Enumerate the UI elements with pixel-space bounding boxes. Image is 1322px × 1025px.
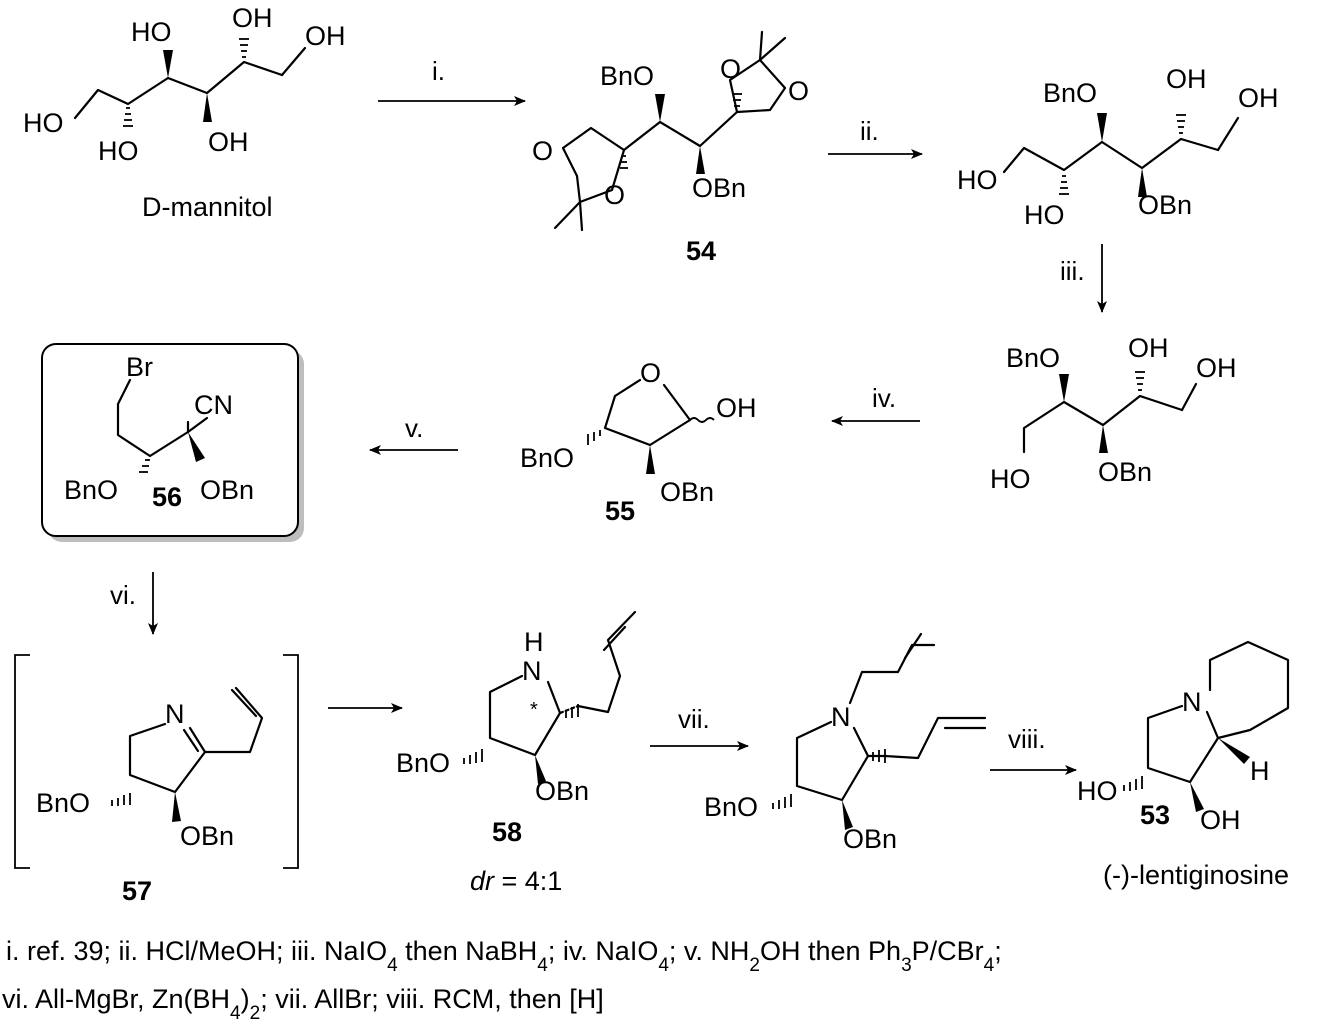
pentitol-structure: BnO OH OH OBn HO (990, 333, 1237, 494)
atom-label: OBn (180, 821, 234, 851)
atom-CN: CN (194, 390, 233, 420)
diene-intermediate-structure: N BnO OBn (704, 632, 987, 854)
atom-label: HO (131, 17, 172, 47)
compound-53-structure: N H HO OH 53 (-)-lentiginosine (1077, 640, 1290, 890)
atom-label: OBn (535, 776, 589, 806)
dr-italic: dr (470, 866, 495, 896)
stereocenter-star: * (530, 699, 538, 721)
atom-label: HO (990, 464, 1031, 494)
diastereomeric-ratio: dr = 4:1 (470, 866, 562, 896)
dr-value: = 4:1 (494, 866, 562, 896)
atom-Br: Br (126, 352, 153, 382)
atom-label: BnO (396, 748, 450, 778)
compound-56-box: Br CN BnO OBn 56 (41, 343, 304, 542)
atom-label: OBn (692, 173, 746, 203)
compound-number-54: 54 (686, 236, 716, 266)
atom-label: HO (23, 108, 64, 138)
atom-label: HO (98, 136, 139, 166)
atom-N: N (1182, 687, 1202, 717)
atom-N: N (831, 702, 851, 732)
atom-label: OBn (1138, 190, 1192, 220)
compound-number-56: 56 (152, 482, 182, 512)
atom-label: BnO (64, 475, 118, 505)
atom-label: BnO (520, 443, 574, 473)
atom-label: OBn (200, 475, 254, 505)
compound-55-structure: O OH BnO OBn 55 (520, 358, 757, 526)
compound-name-lentiginosine: (-)-lentiginosine (1103, 860, 1289, 890)
compound-58-structure: H N * BnO OBn 58 dr = 4:1 (396, 610, 637, 896)
compound-name-mannitol: D-mannitol (142, 192, 273, 222)
atom-label: OH (1196, 353, 1237, 383)
atom-label: HO (1024, 200, 1065, 230)
atom-label: OH (1166, 64, 1207, 94)
atom-N: N (522, 656, 542, 686)
atom-label: BnO (1043, 78, 1097, 108)
atom-label: OBn (843, 824, 897, 854)
atom-N: N (165, 699, 185, 729)
atom-label: OBn (1098, 457, 1152, 487)
d-mannitol-structure: HO HO HO OH OH OH D-mannitol (23, 3, 346, 222)
atom-label: OH (716, 393, 757, 423)
atom-O: O (640, 358, 661, 388)
compound-number-53: 53 (1140, 800, 1170, 830)
atom-label: OH (1128, 333, 1169, 363)
atom-label: BnO (600, 61, 654, 91)
step-label-vii: vii. (678, 704, 710, 734)
dibenzyl-mannitol-structure: HO HO BnO OBn OH OH (957, 64, 1279, 230)
step-label-i: i. (432, 56, 445, 86)
conditions-line-1: i. ref. 39; ii. HCl/MeOH; iii. NaIO4 the… (6, 936, 1002, 976)
step-label-iv: iv. (872, 383, 896, 413)
compound-54-structure: O O O O BnO OBn 54 (532, 30, 809, 266)
atom-label: OBn (660, 477, 714, 507)
atom-label: OH (1238, 83, 1279, 113)
atom-label: BnO (704, 792, 758, 822)
atom-label: OH (1200, 805, 1241, 835)
atom-O: O (720, 54, 741, 84)
conditions-line-2: vi. All-MgBr, Zn(BH4)2; vii. AllBr; viii… (2, 984, 604, 1024)
compound-number-58: 58 (492, 817, 522, 847)
compound-57-structure: N BnO OBn 57 (14, 654, 299, 906)
atom-H: H (524, 627, 544, 657)
compound-number-55: 55 (605, 496, 635, 526)
atom-O: O (604, 180, 625, 210)
compound-number-57: 57 (122, 876, 152, 906)
step-label-v: v. (405, 413, 423, 443)
atom-O: O (788, 76, 809, 106)
atom-label: OH (305, 21, 346, 51)
atom-label: OH (232, 3, 273, 33)
atom-H: H (1250, 756, 1270, 786)
atom-label: OH (208, 127, 249, 157)
atom-label: HO (957, 165, 998, 195)
atom-O: O (532, 136, 553, 166)
atom-label: BnO (36, 788, 90, 818)
atom-label: HO (1077, 776, 1118, 806)
step-label-iii: iii. (1060, 256, 1085, 286)
atom-label: BnO (1006, 343, 1060, 373)
step-label-viii: viii. (1008, 724, 1046, 754)
step-label-ii: ii. (860, 116, 879, 146)
step-label-vi: vi. (110, 580, 136, 610)
